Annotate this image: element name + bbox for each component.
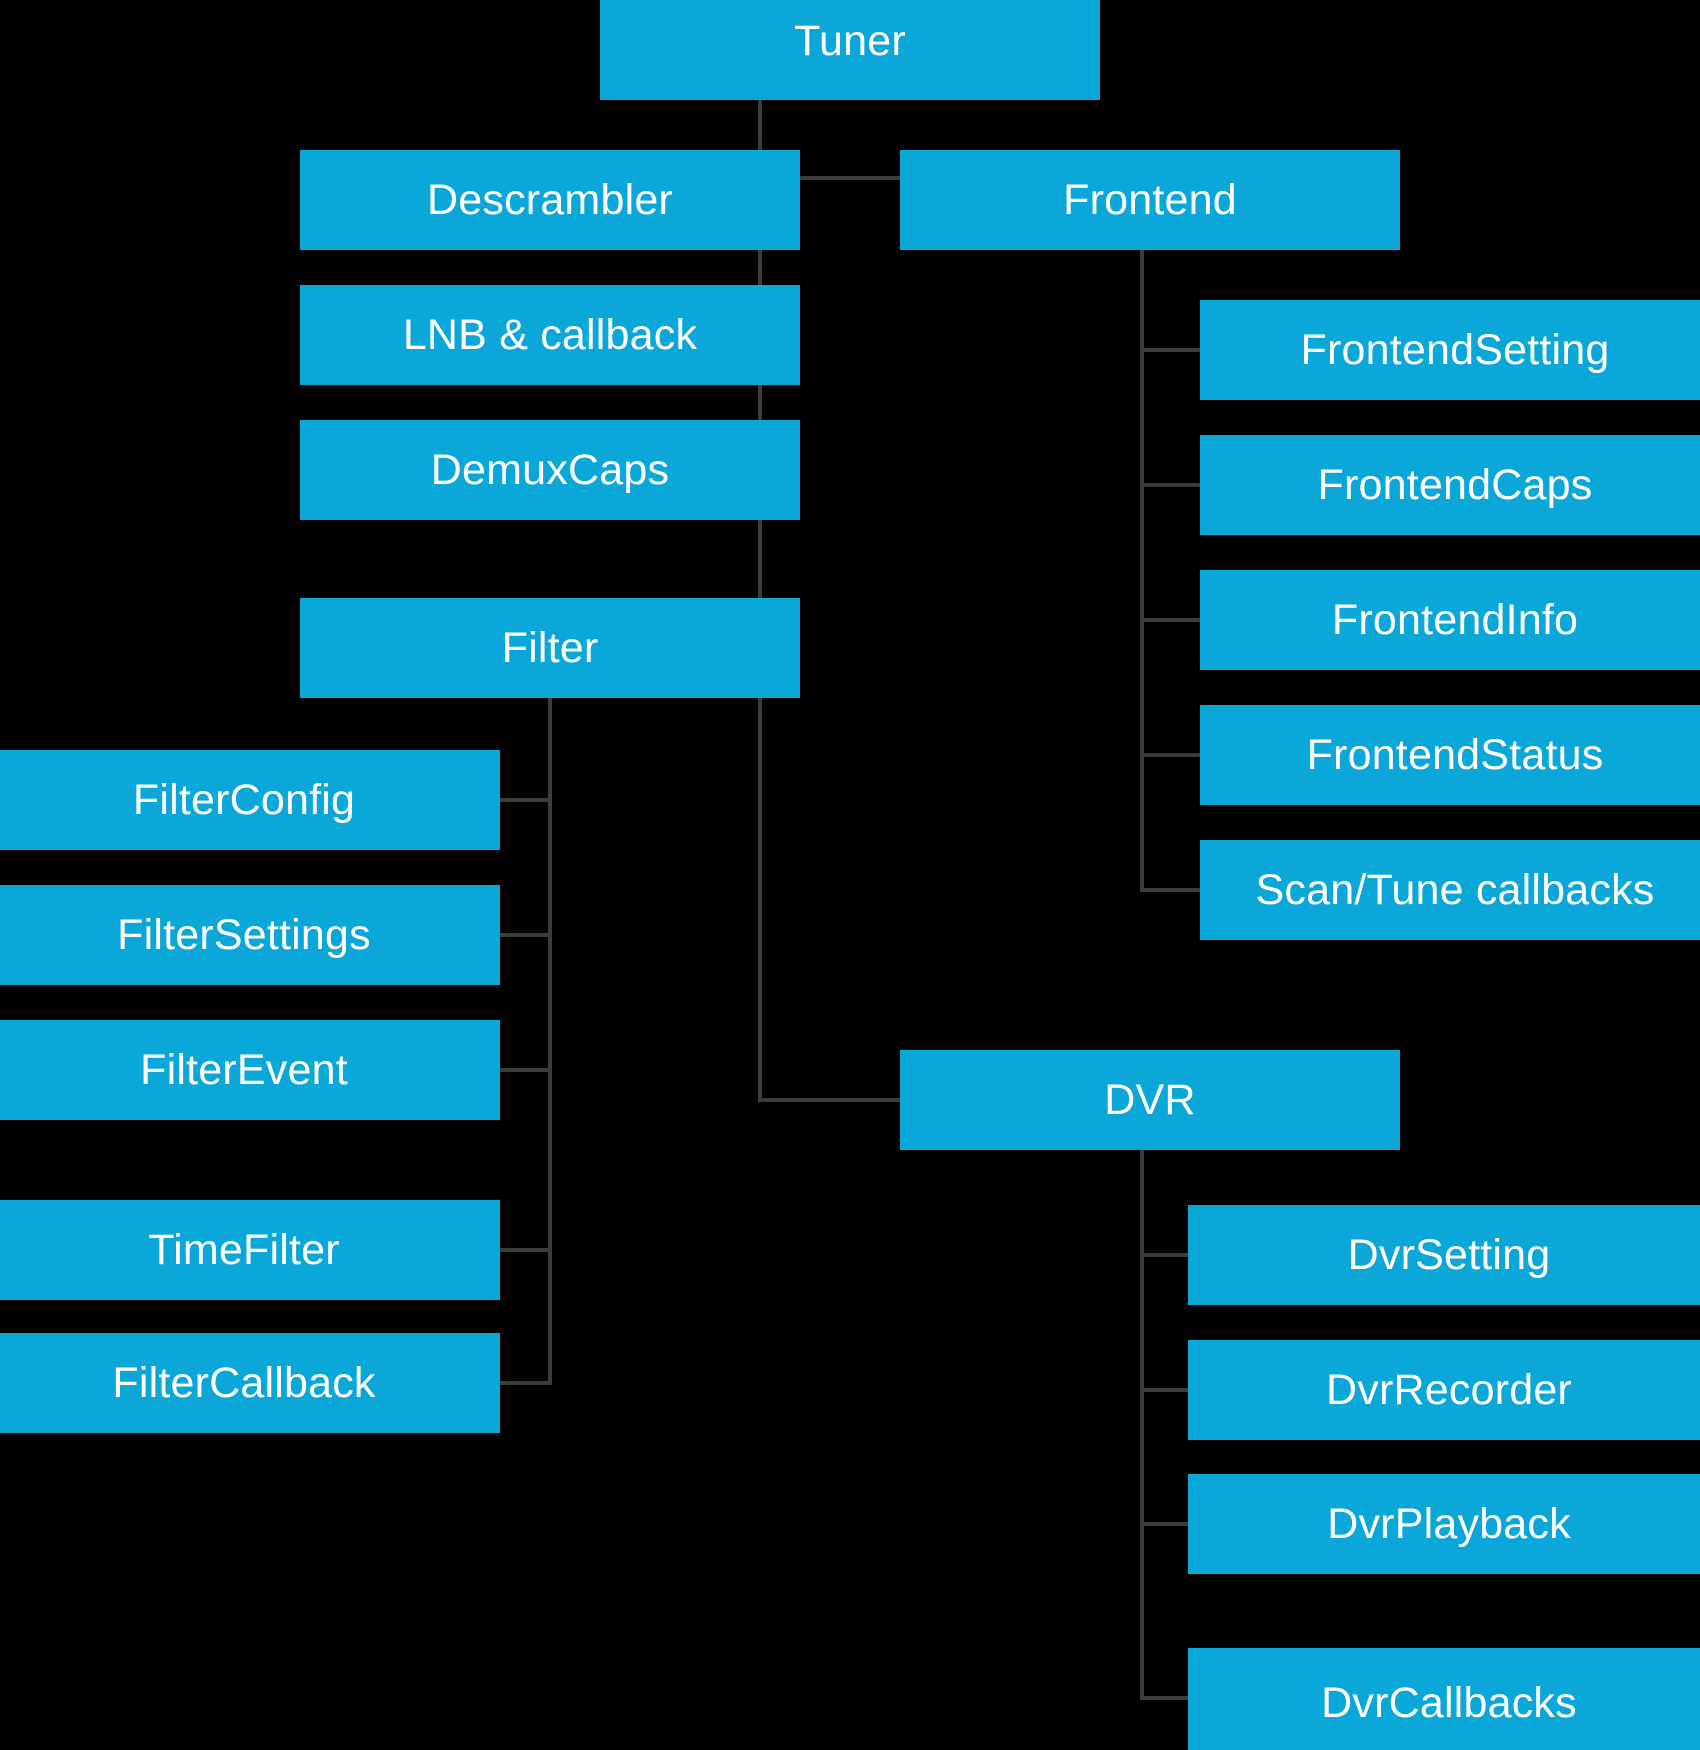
node-filtersettings[interactable]: FilterSettings <box>0 885 500 985</box>
edge-dvr-to-dvrsetting <box>1140 1150 1188 1257</box>
node-filterevent[interactable]: FilterEvent <box>0 1020 500 1120</box>
edge-dvr-to-dvrcallbacks <box>1140 1524 1188 1700</box>
node-label-filter: Filter <box>501 623 599 672</box>
node-timefilter[interactable]: TimeFilter <box>0 1200 500 1300</box>
edge-dvr-to-dvrplayback <box>1140 1390 1188 1526</box>
node-filtercallback[interactable]: FilterCallback <box>0 1333 500 1433</box>
node-label-filtersettings: FilterSettings <box>117 910 371 959</box>
node-scantune[interactable]: Scan/Tune callbacks <box>1200 840 1700 940</box>
node-filter[interactable]: Filter <box>300 598 800 698</box>
node-label-filterevent: FilterEvent <box>140 1045 348 1094</box>
node-dvr[interactable]: DVR <box>900 1050 1400 1150</box>
node-dvrcallbacks[interactable]: DvrCallbacks <box>1188 1648 1700 1750</box>
node-label-scantune: Scan/Tune callbacks <box>1255 865 1655 914</box>
node-tuner[interactable]: Tuner <box>600 0 1100 100</box>
node-label-dvr: DVR <box>1104 1075 1196 1124</box>
node-label-tuner: Tuner <box>794 16 906 65</box>
edge-filter-to-filterconfig <box>500 698 552 802</box>
edge-frontend-to-frontendstatus <box>1140 620 1200 757</box>
edge-filter-to-timefilter <box>500 1070 552 1252</box>
edge-filter-to-filtersettings <box>500 800 552 937</box>
node-label-frontendsetting: FrontendSetting <box>1300 325 1610 374</box>
edge-frontend-to-frontendinfo <box>1140 485 1200 622</box>
node-label-timefilter: TimeFilter <box>148 1225 340 1274</box>
node-label-dvrplayback: DvrPlayback <box>1327 1499 1571 1548</box>
edge-filter-to-filterevent <box>500 935 552 1072</box>
node-label-descrambler: Descrambler <box>427 175 673 224</box>
node-descrambler[interactable]: Descrambler <box>300 150 800 250</box>
node-frontendcaps[interactable]: FrontendCaps <box>1200 435 1700 535</box>
edge-dvr-to-dvrrecorder <box>1140 1255 1188 1392</box>
node-demuxcaps[interactable]: DemuxCaps <box>300 420 800 520</box>
node-label-demuxcaps: DemuxCaps <box>430 445 670 494</box>
node-lnb[interactable]: LNB & callback <box>300 285 800 385</box>
node-label-dvrrecorder: DvrRecorder <box>1326 1365 1572 1414</box>
node-filterconfig[interactable]: FilterConfig <box>0 750 500 850</box>
node-label-filterconfig: FilterConfig <box>132 775 356 824</box>
node-label-dvrcallbacks: DvrCallbacks <box>1321 1678 1577 1727</box>
node-label-lnb: LNB & callback <box>402 310 698 359</box>
node-frontendsetting[interactable]: FrontendSetting <box>1200 300 1700 400</box>
edge-frontend-to-frontendsetting <box>1140 250 1200 352</box>
edge-frontend-to-scantune <box>1140 755 1200 892</box>
node-dvrplayback[interactable]: DvrPlayback <box>1188 1474 1700 1574</box>
node-label-dvrsetting: DvrSetting <box>1347 1230 1551 1279</box>
edge-frontend-to-frontendcaps <box>1140 350 1200 487</box>
node-label-frontendstatus: FrontendStatus <box>1306 730 1604 779</box>
node-frontend[interactable]: Frontend <box>900 150 1400 250</box>
node-frontendstatus[interactable]: FrontendStatus <box>1200 705 1700 805</box>
node-dvrrecorder[interactable]: DvrRecorder <box>1188 1340 1700 1440</box>
node-label-frontend: Frontend <box>1063 175 1237 224</box>
node-label-frontendcaps: FrontendCaps <box>1317 460 1593 509</box>
node-frontendinfo[interactable]: FrontendInfo <box>1200 570 1700 670</box>
node-label-frontendinfo: FrontendInfo <box>1331 595 1579 644</box>
edge-filter-to-filtercallback <box>500 1250 552 1385</box>
node-label-filtercallback: FilterCallback <box>112 1358 376 1407</box>
node-dvrsetting[interactable]: DvrSetting <box>1188 1205 1700 1305</box>
